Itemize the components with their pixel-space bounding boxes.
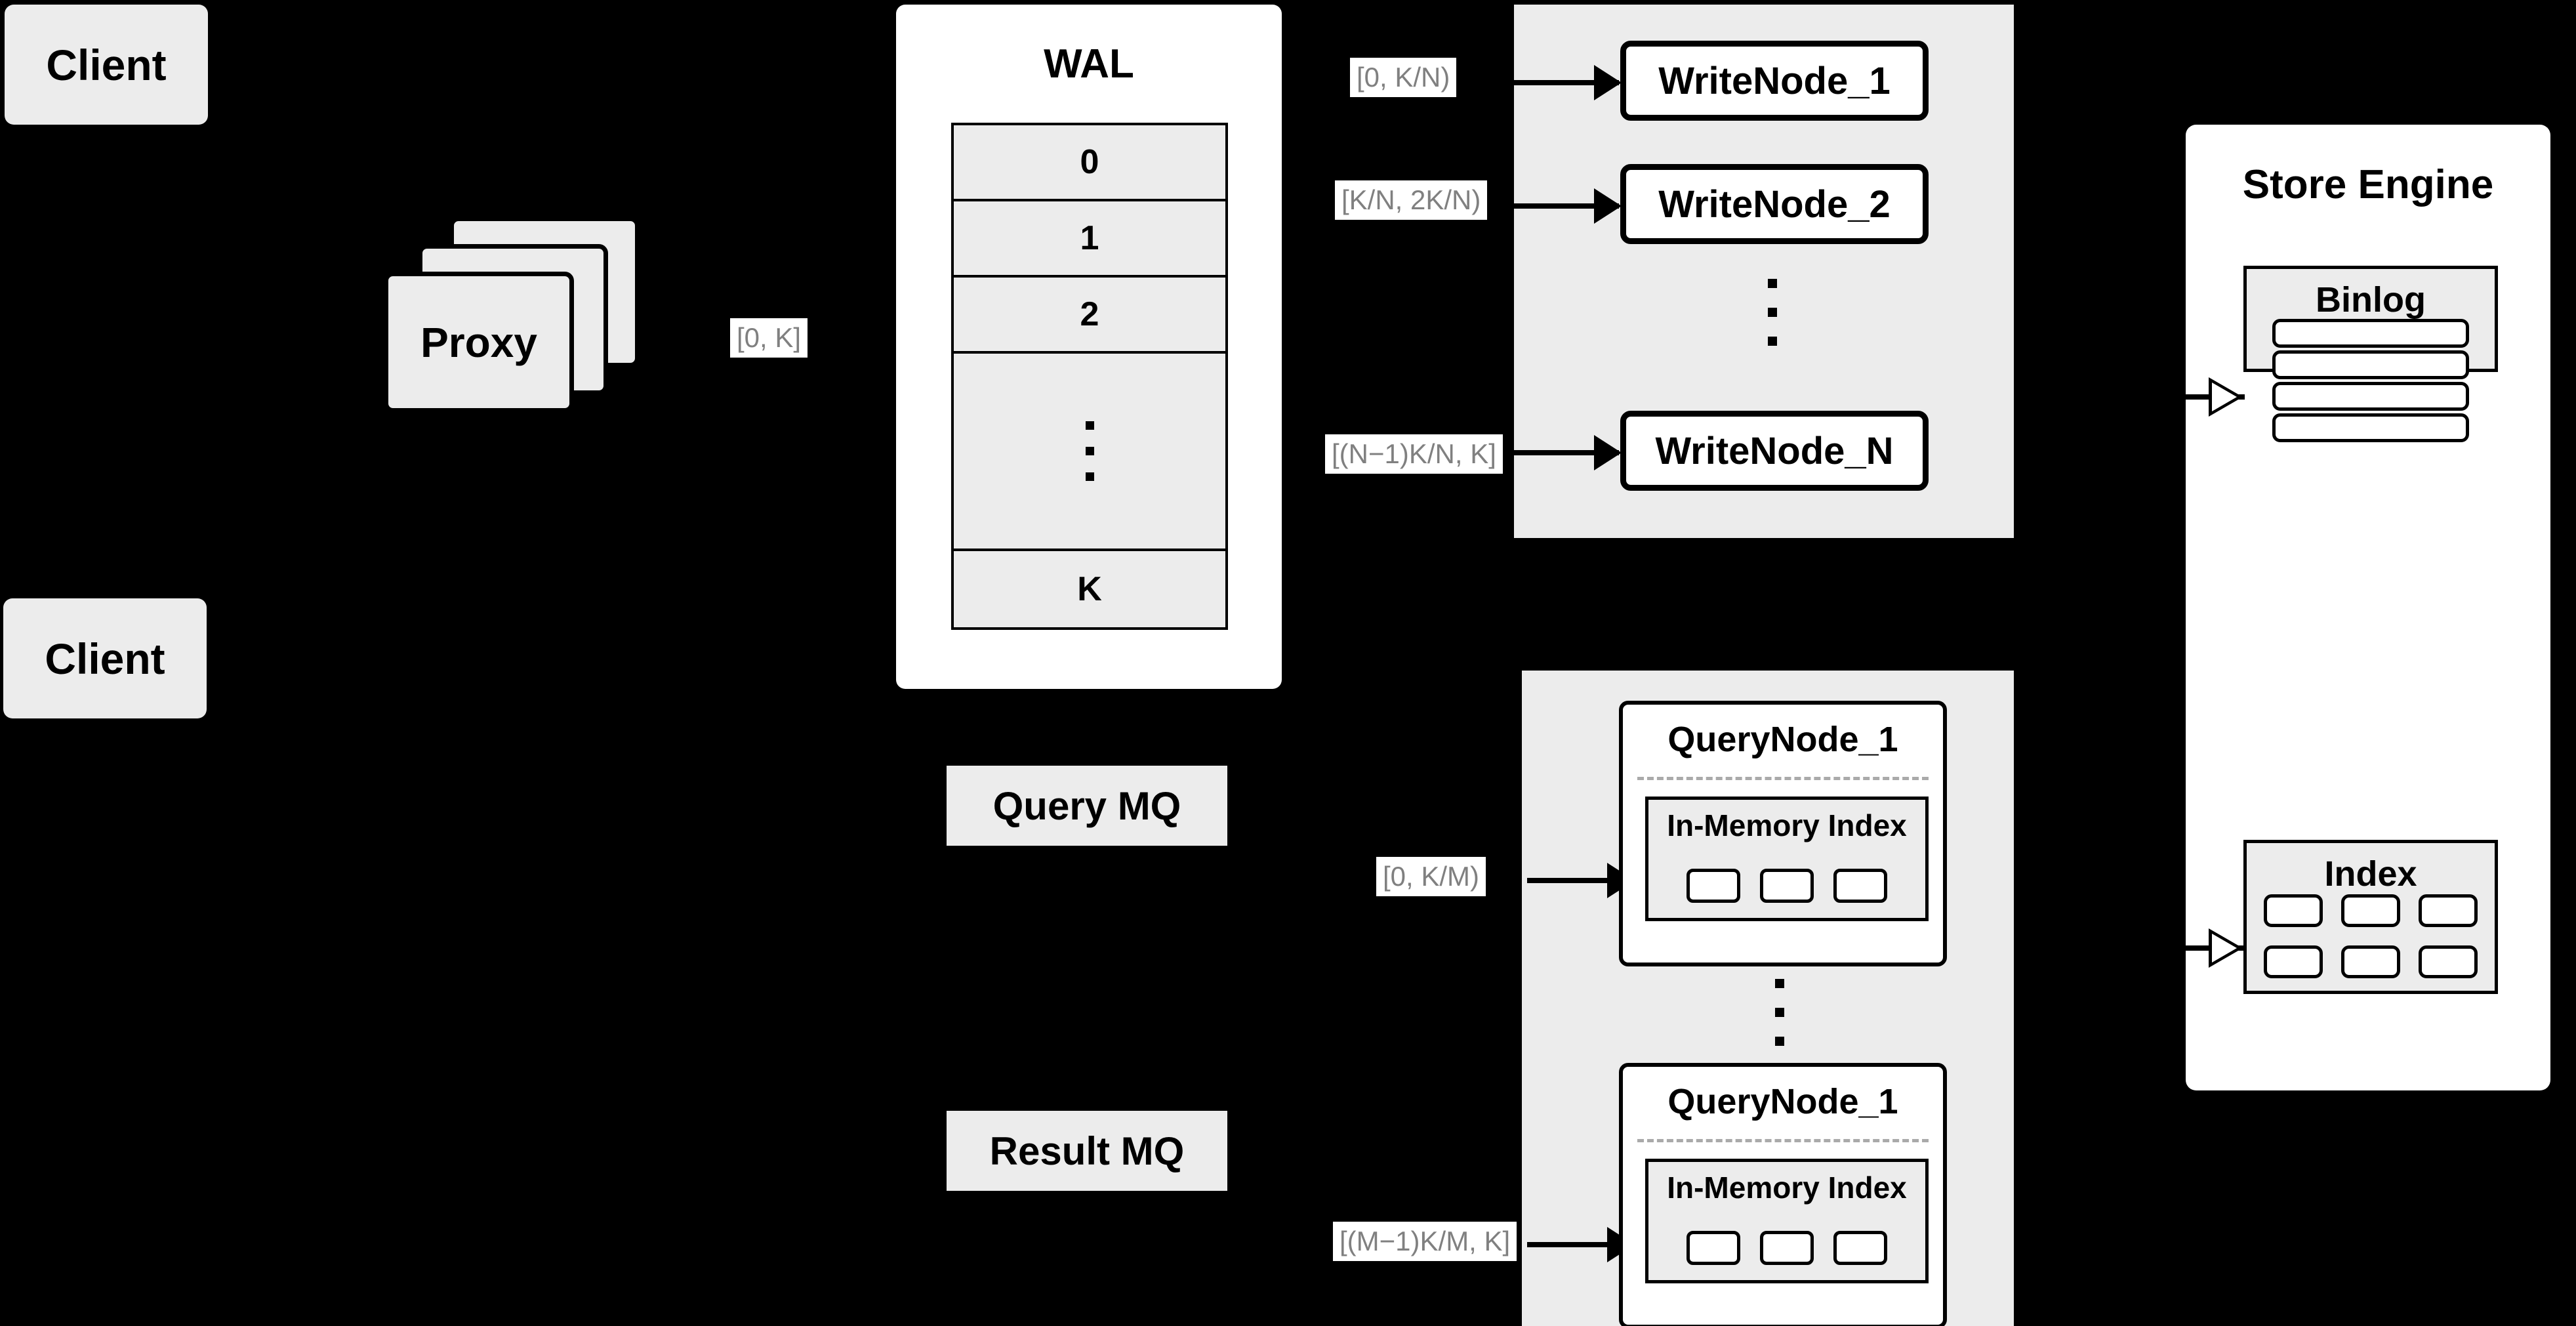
binlog-bars bbox=[2247, 319, 2495, 442]
index-cell bbox=[1687, 869, 1740, 903]
wal-row: K bbox=[1077, 570, 1102, 608]
query-node-ellipsis bbox=[1775, 979, 1784, 1046]
result-mq-label: Result MQ bbox=[989, 1129, 1185, 1173]
wal-row-ellipsis bbox=[954, 354, 1225, 551]
proxy-label: Proxy bbox=[420, 318, 537, 366]
query-node-2-arrow-line bbox=[1527, 1242, 1632, 1247]
store-engine-title: Store Engine bbox=[2242, 162, 2494, 207]
ellipsis-dot bbox=[1768, 337, 1777, 346]
binlog-bar bbox=[2272, 413, 2469, 442]
ellipsis-dot bbox=[1085, 447, 1094, 455]
write-node-1-arrow-line bbox=[1514, 80, 1619, 85]
index-row bbox=[2264, 894, 2478, 927]
index-cell bbox=[1760, 869, 1814, 903]
query-node-2[interactable]: QueryNode_1 In-Memory Index bbox=[1619, 1063, 1947, 1326]
in-memory-index-title: In-Memory Index bbox=[1667, 808, 1907, 842]
write-node-label: WriteNode_2 bbox=[1658, 182, 1891, 226]
index-cell bbox=[1833, 869, 1887, 903]
client-label: Client bbox=[46, 40, 167, 89]
ellipsis-dot bbox=[1085, 421, 1094, 430]
index-cell bbox=[2341, 894, 2400, 927]
in-memory-index-cells bbox=[1648, 869, 1925, 903]
index-cell bbox=[1687, 1231, 1740, 1265]
query-node-divider bbox=[1637, 1139, 1929, 1142]
in-memory-index-cells bbox=[1648, 1231, 1925, 1265]
query-mq-box[interactable]: Query MQ bbox=[947, 766, 1227, 846]
write-node-2[interactable]: WriteNode_2 bbox=[1620, 164, 1929, 244]
query-node-divider bbox=[1637, 777, 1929, 780]
client-box-1[interactable]: Client bbox=[5, 5, 208, 125]
write-node-n[interactable]: WriteNode_N bbox=[1620, 411, 1929, 491]
result-mq-box[interactable]: Result MQ bbox=[947, 1111, 1227, 1191]
index-cell bbox=[2264, 894, 2323, 927]
binlog-bar bbox=[2272, 319, 2469, 348]
write-node-n-range-label: [(N−1)K/N, K] bbox=[1325, 434, 1503, 474]
ellipsis-dot bbox=[1775, 979, 1784, 988]
in-memory-index-title: In-Memory Index bbox=[1667, 1171, 1907, 1205]
write-node-label: WriteNode_1 bbox=[1658, 59, 1891, 102]
binlog-title: Binlog bbox=[2316, 280, 2426, 320]
write-node-1-arrow-head bbox=[1594, 65, 1622, 100]
ellipsis-dot bbox=[1775, 1008, 1784, 1017]
proxy-card-front[interactable]: Proxy bbox=[384, 272, 574, 413]
binlog-bar bbox=[2272, 382, 2469, 411]
write-node-1[interactable]: WriteNode_1 bbox=[1620, 41, 1929, 121]
write-node-n-arrow-line bbox=[1514, 450, 1619, 455]
index-cell bbox=[2419, 894, 2478, 927]
proxy-stack[interactable]: Proxy bbox=[384, 217, 672, 420]
index-cell bbox=[1760, 1231, 1814, 1265]
in-memory-index-box: In-Memory Index bbox=[1645, 1159, 1929, 1283]
index-panel: Index bbox=[2243, 840, 2498, 994]
binlog-panel: Binlog bbox=[2243, 266, 2498, 442]
index-cell bbox=[2341, 945, 2400, 978]
write-node-label: WriteNode_N bbox=[1655, 429, 1894, 472]
index-cell bbox=[2419, 945, 2478, 978]
write-node-n-arrow-head bbox=[1594, 435, 1622, 470]
query-node-1-range-label: [0, K/M) bbox=[1376, 857, 1486, 896]
write-node-2-range-label: [K/N, 2K/N) bbox=[1335, 180, 1488, 220]
wal-row: 2 bbox=[954, 278, 1225, 354]
write-node-2-arrow-line bbox=[1514, 203, 1619, 209]
wal-title: WAL bbox=[1044, 41, 1134, 87]
index-cell bbox=[1833, 1231, 1887, 1265]
index-cell bbox=[2264, 945, 2323, 978]
query-node-title: QueryNode_1 bbox=[1667, 720, 1898, 759]
binlog-bar bbox=[2272, 350, 2469, 379]
query-node-1-arrow-line bbox=[1527, 878, 1632, 883]
proxy-output-range-label: [0, K] bbox=[730, 318, 808, 358]
binlog-arrow-head bbox=[2209, 377, 2243, 417]
index-arrow-head bbox=[2209, 928, 2243, 968]
index-grid bbox=[2247, 894, 2495, 978]
index-row bbox=[2264, 945, 2478, 978]
ellipsis-dot bbox=[1085, 472, 1094, 481]
ellipsis-dot bbox=[1768, 279, 1777, 288]
query-node-2-range-label: [(M−1)K/M, K] bbox=[1333, 1222, 1517, 1261]
client-box-2[interactable]: Client bbox=[3, 598, 207, 718]
wal-table: 0 1 2 K bbox=[951, 123, 1228, 630]
store-engine-panel: Store Engine Binlog Index bbox=[2186, 125, 2550, 1090]
wal-row: 0 bbox=[954, 125, 1225, 201]
ellipsis-dot bbox=[1775, 1037, 1784, 1046]
write-node-2-arrow-head bbox=[1594, 188, 1622, 224]
query-node-1[interactable]: QueryNode_1 In-Memory Index bbox=[1619, 701, 1947, 966]
wal-panel: WAL 0 1 2 K bbox=[896, 5, 1282, 689]
client-label: Client bbox=[45, 634, 165, 683]
in-memory-index-box: In-Memory Index bbox=[1645, 797, 1929, 921]
wal-row: 1 bbox=[954, 201, 1225, 278]
query-node-title: QueryNode_1 bbox=[1667, 1082, 1898, 1121]
write-node-ellipsis bbox=[1768, 279, 1777, 346]
ellipsis-dot bbox=[1768, 308, 1777, 317]
write-node-1-range-label: [0, K/N) bbox=[1350, 58, 1457, 97]
query-mq-label: Query MQ bbox=[992, 783, 1181, 828]
index-title: Index bbox=[2324, 854, 2417, 894]
